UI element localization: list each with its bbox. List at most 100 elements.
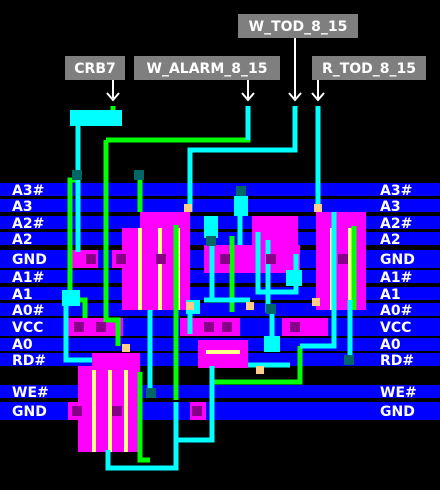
rail-label-right-a1n: A1#	[380, 270, 412, 286]
pin-w-tod-box	[238, 14, 358, 38]
rail-label-right-a3n: A3#	[380, 183, 412, 199]
pin-w-alarm-box	[134, 56, 280, 80]
contact-1	[72, 170, 82, 180]
contact-24	[186, 302, 194, 310]
pin-w-alarm-arrow-head	[241, 92, 255, 102]
contact-6	[116, 254, 126, 264]
pin-crb7: CRB7	[65, 56, 125, 102]
rail-a2	[0, 232, 440, 245]
pin-w-tod: W_TOD_8_15	[238, 14, 358, 102]
rail-label-left-rdn: RD#	[12, 353, 46, 369]
rail-label-left-a0: A0	[12, 337, 33, 353]
metal-wire-left-lower	[63, 300, 92, 363]
highlight-row-lower	[206, 350, 240, 354]
rail-label-right-a2n: A2#	[380, 216, 412, 232]
rail-label-left-a1n: A1#	[12, 270, 44, 286]
diffusion-strip-rd-left	[92, 353, 140, 367]
rail-labels-left: A3# A3 A2# A2 GND A1# A1 A0# VCC A0 RD# …	[12, 183, 49, 420]
rail-label-left-a2: A2	[12, 232, 33, 248]
contact-8	[220, 254, 230, 264]
diffusion-strip-vcc-right	[282, 318, 328, 336]
diffusion-block-center	[204, 245, 300, 273]
metal-pad-center	[204, 216, 218, 238]
metal-wire-w-tod	[187, 106, 298, 212]
rail-label-right-a3: A3	[380, 199, 401, 215]
contact-18	[146, 388, 156, 398]
contact-5	[86, 254, 96, 264]
contact-13	[96, 322, 106, 332]
rail-label-left-a0n: A0#	[12, 303, 44, 319]
pin-crb7-label: CRB7	[74, 61, 115, 77]
rail-labels-right: A3# A3 A2# A2 GND A1# A1 A0# VCC A0 RD# …	[380, 183, 417, 420]
rail-label-right-gnd: GND	[380, 252, 415, 268]
contact-26	[312, 298, 320, 306]
rail-label-right-a2: A2	[380, 232, 401, 248]
rail-label-right-vcc: VCC	[380, 320, 411, 336]
rail-label-left-gnd-bottom: GND	[12, 404, 47, 420]
pin-w-tod-label: W_TOD_8_15	[249, 19, 348, 35]
poly-wire-gate-7	[137, 372, 150, 463]
metal-pad-crb7-top	[70, 110, 122, 126]
rail-label-right-rdn: RD#	[380, 353, 414, 369]
rail-label-left-a3: A3	[12, 199, 33, 215]
diffusion-block-top	[140, 212, 190, 230]
contacts	[72, 170, 354, 416]
metal-pad-top-center	[234, 196, 248, 216]
highlight-col-2	[158, 228, 162, 310]
rail-a3	[0, 199, 440, 212]
highlight-col-5	[348, 228, 352, 310]
contact-21	[192, 406, 202, 416]
highlight-col-6	[92, 370, 96, 452]
pin-w-tod-arrow-head	[288, 92, 302, 102]
pin-w-alarm-label: W_ALARM_8_15	[147, 61, 268, 77]
contact-7	[156, 254, 166, 264]
metal-pad-left	[62, 290, 80, 306]
rail-label-right-a0n: A0#	[380, 303, 412, 319]
metal-pad-lower	[264, 336, 280, 352]
pin-r-tod-box	[312, 56, 426, 80]
highlight-col-8	[124, 370, 128, 452]
contact-20	[112, 406, 122, 416]
contact-4	[206, 236, 216, 246]
highlight-col-1	[138, 228, 142, 310]
poly-wire-left-column	[103, 140, 121, 346]
rail-label-right-wen: WE#	[380, 385, 417, 401]
rail-label-left-a1: A1	[12, 287, 33, 303]
contact-25	[246, 302, 254, 310]
contact-2	[134, 170, 144, 180]
pin-r-tod-arrow-head	[311, 92, 325, 102]
contact-27	[122, 344, 130, 352]
metal-wire-bottom-loop	[105, 402, 179, 471]
contact-15	[222, 322, 232, 332]
highlight-col-7	[108, 370, 112, 452]
metal-pad-right	[286, 270, 302, 286]
rail-wen	[0, 385, 440, 398]
contact-23	[314, 204, 322, 212]
contact-12	[74, 322, 84, 332]
rail-label-left-a2n: A2#	[12, 216, 44, 232]
contact-17	[344, 355, 354, 365]
contact-19	[72, 406, 82, 416]
pin-crb7-arrow-head	[106, 92, 120, 102]
contact-22	[184, 204, 192, 212]
rail-a2n	[0, 216, 440, 229]
contact-16	[290, 322, 300, 332]
contact-28	[256, 366, 264, 374]
rail-label-left-vcc: VCC	[12, 320, 43, 336]
contact-3	[236, 186, 246, 196]
rail-label-left-a3n: A3#	[12, 183, 44, 199]
metal-pads	[62, 110, 302, 352]
metal-wire-bottom-right	[176, 366, 215, 443]
rail-gnd-bottom	[0, 402, 440, 420]
rail-label-right-a1: A1	[380, 287, 401, 303]
rail-label-right-a0: A0	[380, 337, 401, 353]
pin-r-tod: R_TOD_8_15	[311, 56, 426, 102]
pin-r-tod-label: R_TOD_8_15	[322, 61, 416, 77]
contact-9	[266, 254, 276, 264]
poly-wire-top-bus	[106, 106, 251, 143]
pin-w-alarm: W_ALARM_8_15	[134, 56, 280, 102]
rail-label-left-wen: WE#	[12, 385, 49, 401]
pin-crb7-box	[65, 56, 125, 80]
rail-label-left-gnd: GND	[12, 252, 47, 268]
